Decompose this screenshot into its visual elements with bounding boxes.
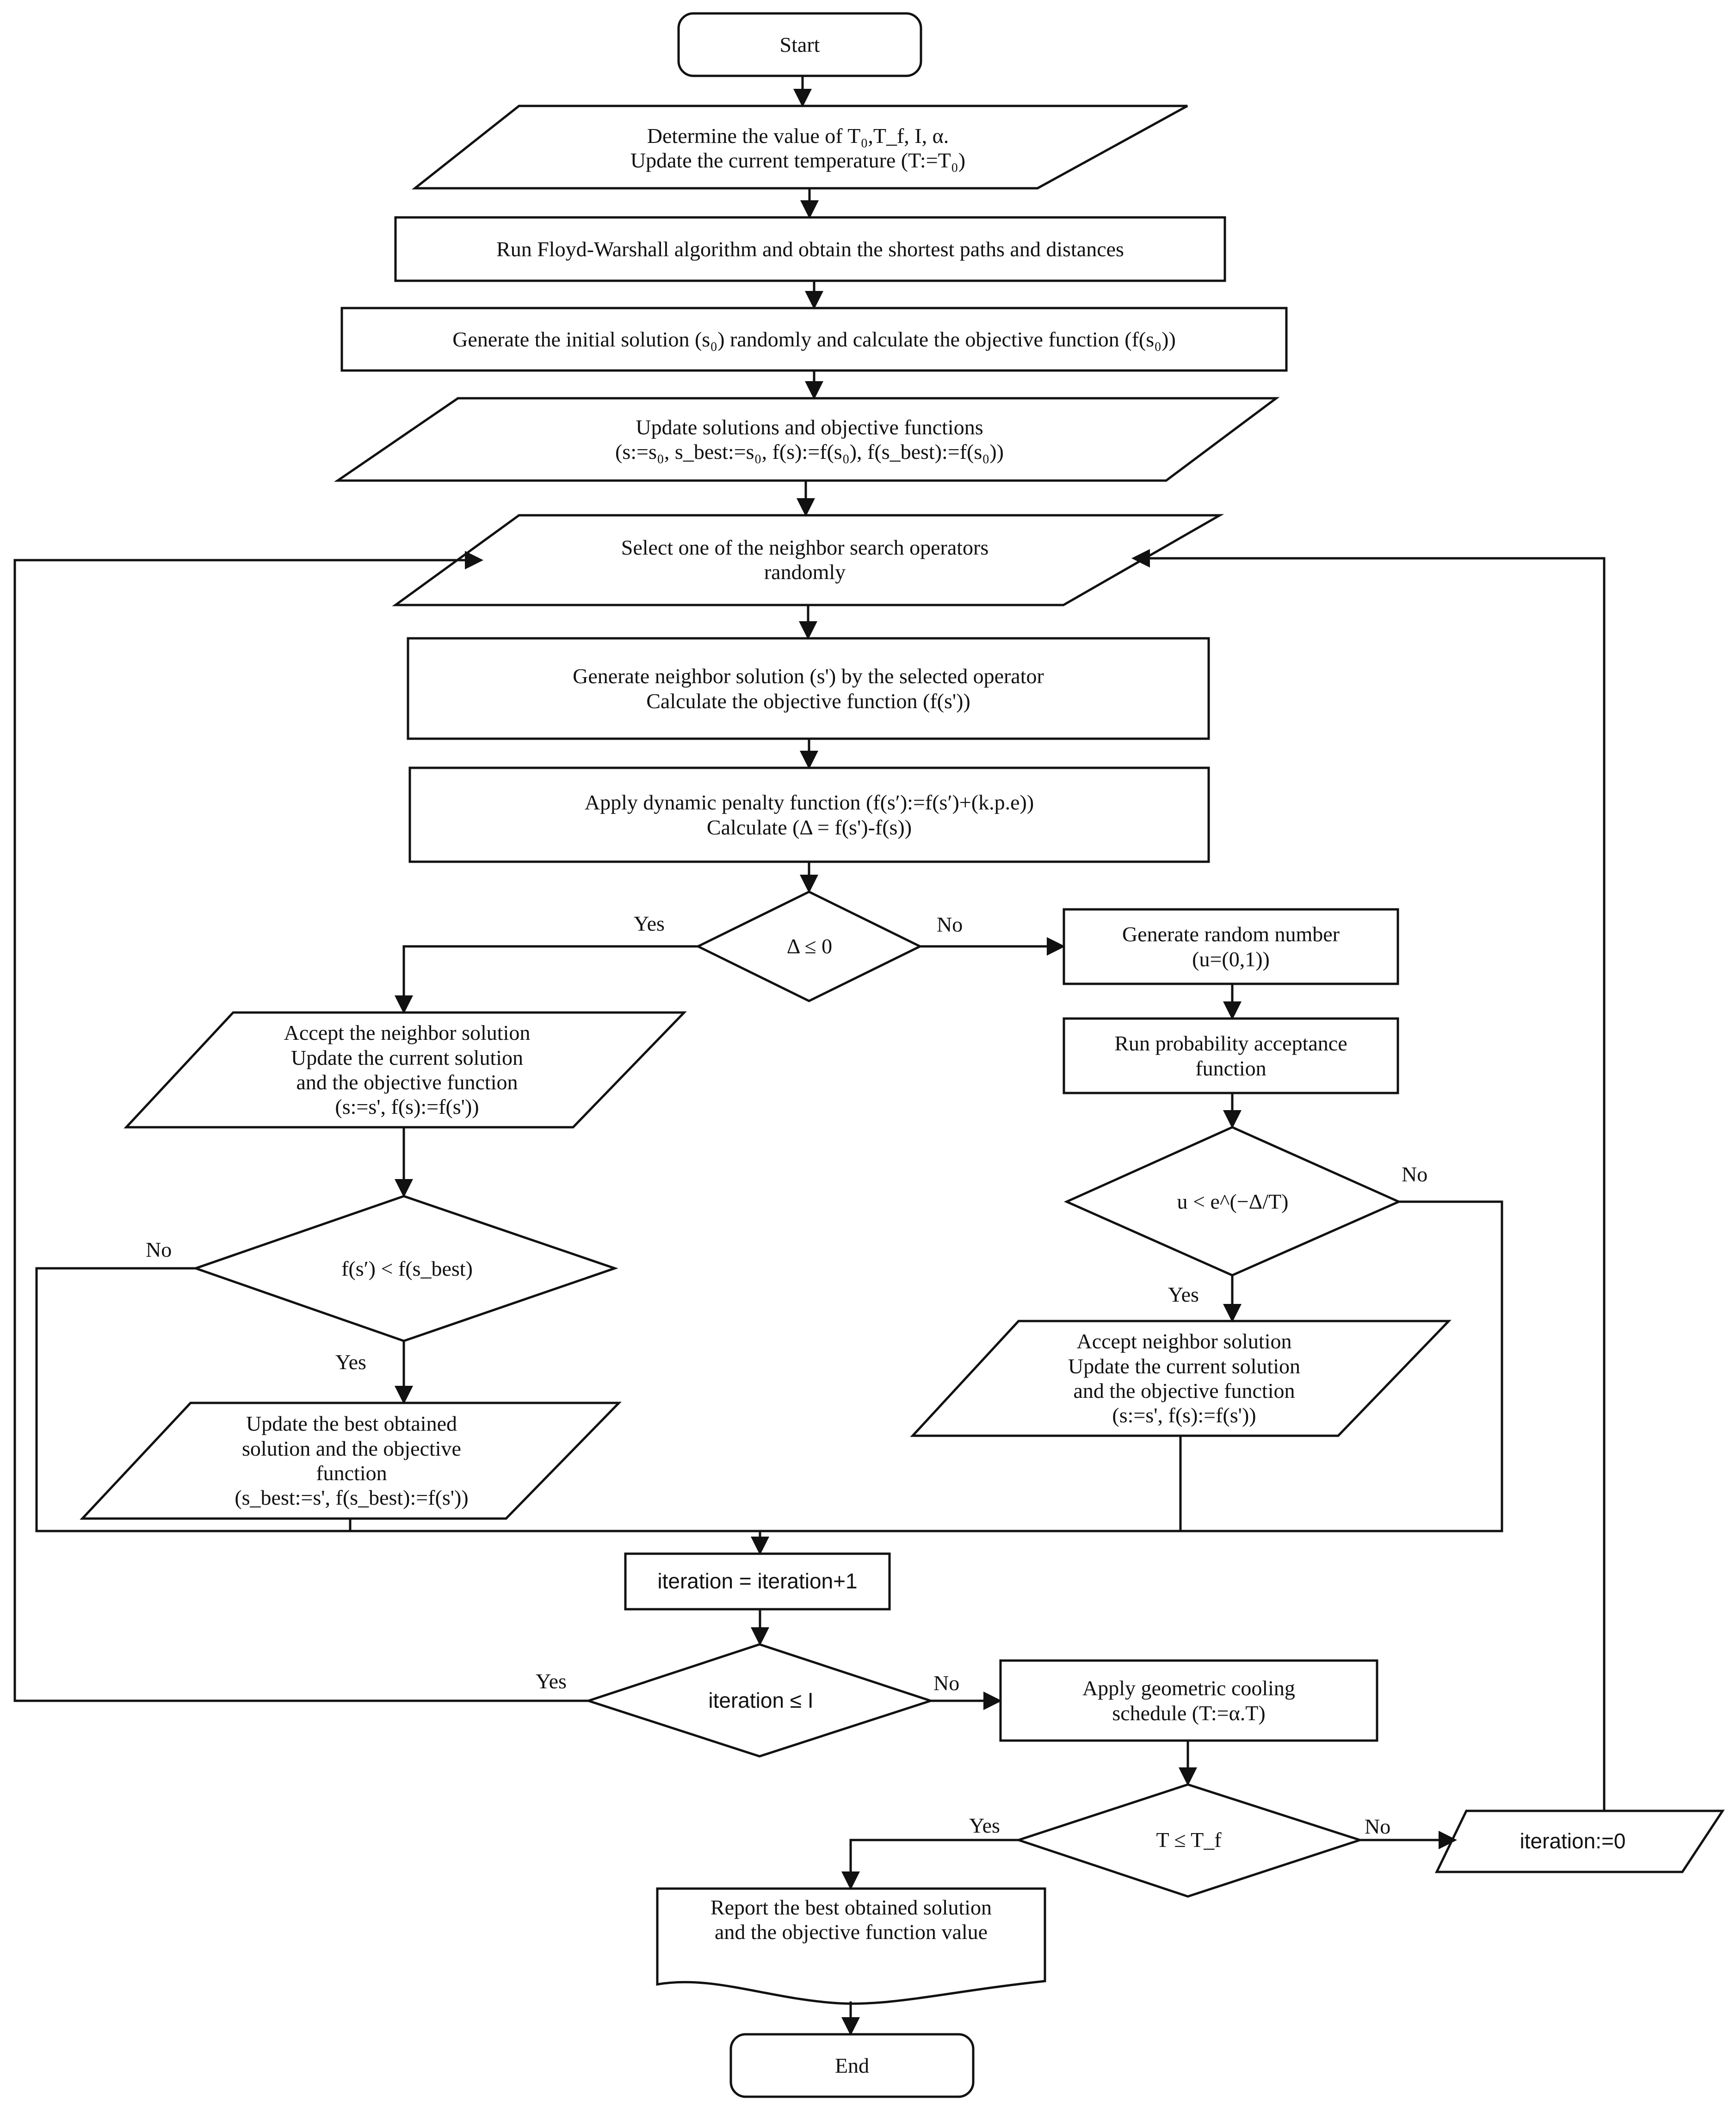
temp-decision <box>1015 1783 1364 1898</box>
random-number-label: Generate random number (u=(0,1)) <box>1122 922 1340 971</box>
connector-reset-loop <box>1131 549 1606 1811</box>
branch-label-temp-yes: Yes <box>969 1814 1000 1837</box>
init-params-label: Determine the value of T₀,T_f, I, α. Upd… <box>630 124 966 172</box>
report-label: Report the best obtained solution and th… <box>710 1895 992 1944</box>
branch-label-iter-yes: Yes <box>536 1669 567 1693</box>
iteration-reset-parallelogram <box>1435 1809 1725 1873</box>
initial-solution-label: Generate the initial solution (s₀) rando… <box>452 327 1176 351</box>
iteration-increment-label: iteration = iteration+1 <box>657 1569 858 1593</box>
floyd-process <box>394 216 1226 282</box>
branch-label-delta-yes: Yes <box>634 912 665 935</box>
delta-decision <box>695 890 923 1002</box>
update-solutions-label: Update solutions and objective functions… <box>615 415 1004 463</box>
penalty-label: Apply dynamic penalty function (f(s′):=f… <box>584 790 1034 839</box>
connector-temp-yes <box>841 1839 1019 1890</box>
select-operator-label: Select one of the neighbor search operat… <box>621 535 989 584</box>
report-document <box>656 1887 1046 2005</box>
cooling-process <box>999 1659 1378 1742</box>
iteration-reset-label: iteration:=0 <box>1520 1829 1626 1853</box>
probability-process <box>1063 1017 1399 1094</box>
branch-label-u-yes: Yes <box>1168 1283 1199 1306</box>
iteration-decision <box>584 1643 935 1758</box>
accept-right-label: Accept neighbor solution Update the curr… <box>1068 1329 1301 1427</box>
floyd-label: Run Floyd-Warshall algorithm and obtain … <box>496 237 1124 261</box>
update-best-parallelogram <box>80 1402 622 1520</box>
neighbor-process <box>407 637 1210 740</box>
update-best-label: Update the best obtained solution and th… <box>235 1412 469 1510</box>
start-label: Start <box>779 32 820 56</box>
connector-best-no <box>35 1267 760 1532</box>
start-terminator <box>677 12 922 77</box>
cooling-label: Apply geometric cooling schedule (T:=α.T… <box>1082 1676 1295 1725</box>
branch-label-best-yes: Yes <box>335 1350 366 1374</box>
neighbor-label: Generate neighbor solution (s') by the s… <box>573 664 1044 713</box>
probability-label: Run probability acceptance function <box>1114 1031 1347 1080</box>
branch-label-u-no: No <box>1402 1162 1428 1186</box>
update-solutions-parallelogram <box>334 397 1280 482</box>
connector-iteration-yes <box>13 551 588 1702</box>
connector-delta-yes <box>395 945 698 1014</box>
end-label: End <box>834 2053 870 2077</box>
penalty-process <box>408 766 1210 863</box>
iteration-increment-process <box>624 1552 891 1611</box>
random-number-process <box>1063 908 1399 985</box>
accept-left-parallelogram <box>124 1011 687 1129</box>
branch-label-best-no: No <box>146 1238 172 1261</box>
best-decision-label: f(s′) < f(s_best) <box>341 1257 473 1281</box>
temp-decision-label: T ≤ T_f <box>1156 1828 1222 1852</box>
delta-decision-label: Δ ≤ 0 <box>786 934 833 958</box>
u-decision-label: u < e^(−Δ/T) <box>1177 1190 1289 1214</box>
accept-right-parallelogram <box>910 1320 1452 1437</box>
branch-label-delta-no: No <box>937 913 963 936</box>
branch-label-temp-no: No <box>1365 1815 1391 1838</box>
accept-left-label: Accept the neighbor solution Update the … <box>284 1021 531 1119</box>
connector-u-no <box>760 1200 1503 1532</box>
branch-label-iter-no: No <box>933 1671 960 1695</box>
iteration-decision-label: iteration ≤ I <box>708 1688 814 1713</box>
init-params-parallelogram <box>411 105 1188 190</box>
select-operator-parallelogram <box>392 514 1224 606</box>
